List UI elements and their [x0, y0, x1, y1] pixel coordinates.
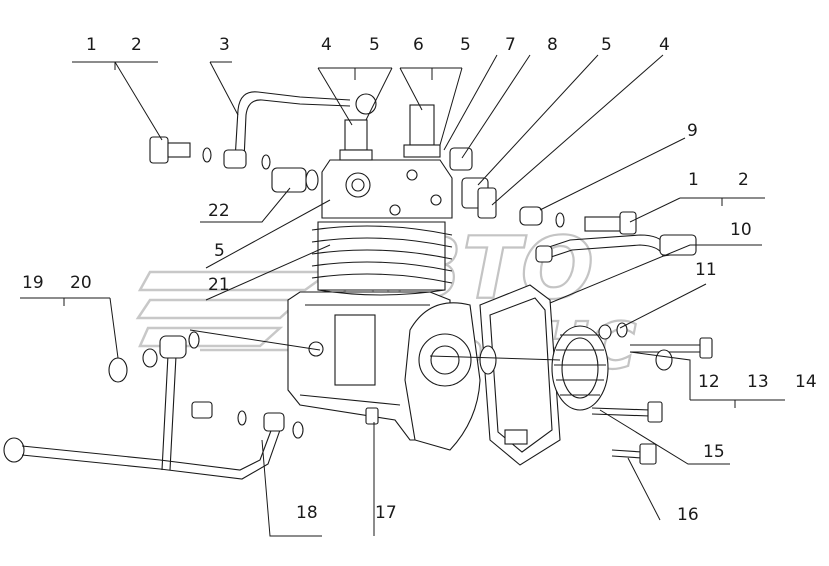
- callout-5-top-1: 5: [369, 35, 380, 55]
- callout-5-top-2: 5: [460, 35, 471, 55]
- callout-11: 11: [695, 260, 717, 280]
- banjo-bolt-left: [149, 136, 319, 193]
- pipe-right: [519, 206, 697, 263]
- parts: [3, 91, 713, 480]
- callout-13: 13: [747, 372, 769, 392]
- pipe-lower: [3, 331, 379, 480]
- callout-12: 12: [698, 372, 720, 392]
- callout-7: 7: [505, 35, 516, 55]
- callout-labels: 1 2 3 4 5 6 5 7 8 5 4 9 1 2 10 22 5 21 1…: [22, 35, 817, 525]
- callout-17: 17: [375, 503, 397, 523]
- gear-housing-flange: [404, 284, 561, 466]
- callout-3: 3: [219, 35, 230, 55]
- bolts-right: [591, 337, 713, 465]
- callout-1-top-left: 1: [86, 35, 97, 55]
- callout-22: 22: [208, 201, 230, 221]
- callout-5-left: 5: [214, 241, 225, 261]
- callout-18: 18: [296, 503, 318, 523]
- callout-8: 8: [547, 35, 558, 55]
- callout-20: 20: [70, 273, 92, 293]
- callout-6: 6: [413, 35, 424, 55]
- callout-5-top-3: 5: [601, 35, 612, 55]
- cylinder-head: [321, 159, 453, 219]
- leader-lines: [20, 54, 785, 537]
- callout-4-top-right: 4: [659, 35, 670, 55]
- callout-4-top: 4: [321, 35, 332, 55]
- callout-1-right: 1: [688, 170, 699, 190]
- cylinder-barrel: [311, 221, 453, 296]
- callout-10: 10: [730, 220, 752, 240]
- top-fittings: [339, 104, 497, 219]
- callout-2-top-left: 2: [131, 35, 142, 55]
- callout-9: 9: [687, 121, 698, 141]
- callout-15: 15: [703, 442, 725, 462]
- callout-2-right: 2: [738, 170, 749, 190]
- callout-16: 16: [677, 505, 699, 525]
- drive-gear: [479, 322, 628, 411]
- callout-14: 14: [795, 372, 817, 392]
- callout-21: 21: [208, 275, 230, 295]
- pipe-upper: [223, 91, 377, 169]
- callout-19: 19: [22, 273, 44, 293]
